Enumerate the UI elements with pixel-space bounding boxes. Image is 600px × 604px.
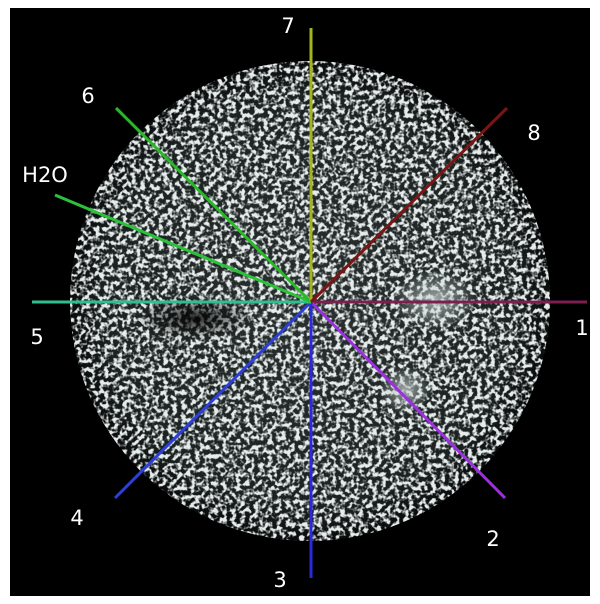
radial-line-4 [113,300,313,500]
radial-line-6 [114,106,313,304]
line-label-8: 8 [527,121,540,145]
line-label-1: 1 [575,316,588,340]
radial-line-2 [309,300,507,500]
line-label-5: 5 [30,325,43,349]
radial-line-8 [309,106,509,304]
line-label-2: 2 [486,527,499,551]
line-label-4: 4 [70,506,83,530]
line-label-3: 3 [273,568,286,592]
line-label-7: 7 [281,14,294,38]
radial-line-h2o [54,193,312,304]
line-label-6: 6 [81,84,94,108]
line-label-h2o: H2O [22,163,68,187]
